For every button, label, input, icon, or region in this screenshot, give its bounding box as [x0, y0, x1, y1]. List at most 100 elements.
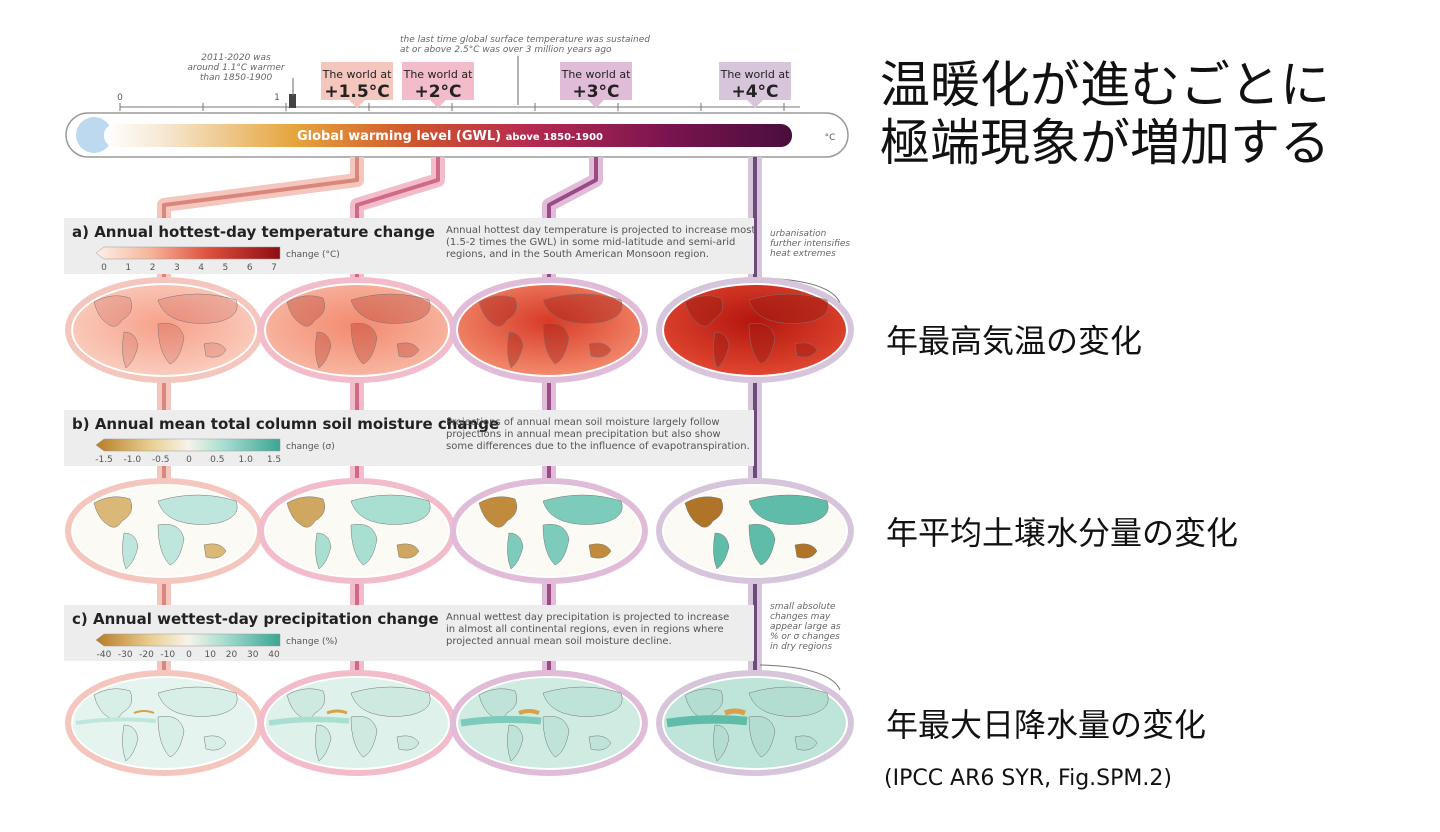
eurasia: [157, 686, 238, 717]
map-r1-c2: [450, 478, 648, 584]
tropical-band: [666, 715, 748, 728]
panel-description: projections in annual mean precipitation…: [446, 429, 721, 440]
side-note: appear large as: [770, 622, 841, 632]
tropical-band: [75, 717, 157, 725]
panel-description: projected annual mean soil moisture decl…: [446, 636, 672, 647]
map-ocean: [266, 285, 448, 375]
note-2011: 2011-2020 was: [201, 53, 271, 63]
side-note: urbanisation: [770, 229, 827, 239]
legend-tick: 0.5: [210, 455, 224, 465]
africa: [748, 524, 776, 566]
north-america: [684, 496, 723, 528]
panel-description: some differences due to the influence of…: [446, 441, 750, 452]
eurasia: [350, 686, 431, 717]
south-america: [713, 331, 730, 369]
level-box-bg: [719, 62, 791, 108]
tropical-band: [460, 715, 542, 727]
ipcc-figure: Global warming level (GWL) above 1850-19…: [64, 35, 854, 776]
eurasia: [748, 293, 829, 324]
south-america: [507, 331, 524, 369]
legend-tick: 30: [247, 650, 259, 660]
map-rows: [65, 277, 854, 776]
north-america: [93, 688, 132, 720]
australia: [794, 735, 818, 751]
legend-tick: 1.0: [239, 455, 254, 465]
level-box-bg: [321, 62, 393, 108]
australia: [588, 735, 612, 751]
legend-bar: [95, 438, 281, 452]
eurasia: [542, 494, 623, 525]
south-america: [315, 724, 332, 762]
legend-tick: 20: [226, 650, 238, 660]
drying-spot: [724, 708, 746, 716]
legend-tick: 0: [186, 455, 192, 465]
eurasia: [157, 494, 238, 525]
australia: [396, 735, 420, 751]
panel-description: Projections of annual mean soil moisture…: [446, 417, 720, 428]
drying-spot: [518, 709, 540, 715]
label-wettest-day: 年最大日降水量の変化: [886, 706, 1207, 744]
australia: [588, 543, 612, 559]
legend-tick: 40: [268, 650, 280, 660]
level-box-1: The world at+2°C: [402, 62, 474, 108]
legend-tick: -40: [97, 650, 112, 660]
south-america: [507, 724, 524, 762]
north-america: [478, 496, 517, 528]
africa: [542, 716, 570, 758]
africa: [157, 716, 185, 758]
level-value: +1.5°C: [324, 82, 389, 102]
note-2011: than 1850-1900: [200, 73, 273, 83]
legend-bar: [95, 633, 281, 647]
slide-title-line2: 極端現象が増加する: [880, 114, 1330, 172]
legend-unit: change (σ): [286, 442, 335, 452]
panel-2: c) Annual wettest-day precipitation chan…: [64, 605, 754, 661]
slide-title: 温暖化が進むごとに 極端現象が増加する: [880, 56, 1420, 172]
tropical-band: [268, 716, 350, 726]
panels: a) Annual hottest-day temperature change…: [64, 218, 850, 691]
legend-bar: [95, 246, 281, 260]
slide-title-line1: 温暖化が進むごとに: [880, 56, 1330, 114]
panel-title: b) Annual mean total column soil moistur…: [72, 415, 499, 433]
panel-background: [64, 605, 754, 661]
australia: [203, 342, 227, 358]
drying-spot: [326, 709, 348, 715]
south-america: [122, 331, 139, 369]
australia: [794, 342, 818, 358]
map-r2-c0: [65, 670, 263, 776]
legend-tick: 0: [101, 263, 107, 273]
australia: [794, 543, 818, 559]
level-label: The world at: [561, 68, 631, 81]
legend-tick: -20: [139, 650, 154, 660]
level-box-bg: [560, 62, 632, 108]
australia: [396, 342, 420, 358]
panel-title: c) Annual wettest-day precipitation chan…: [72, 610, 439, 628]
side-note: heat extremes: [770, 249, 836, 259]
south-america: [713, 532, 730, 570]
north-america: [684, 295, 723, 327]
level-value: +2°C: [414, 82, 461, 102]
australia: [588, 342, 612, 358]
africa: [157, 323, 185, 365]
tick-0: 0: [117, 93, 123, 103]
panel-1: b) Annual mean total column soil moistur…: [64, 410, 754, 466]
eurasia: [350, 293, 431, 324]
level-box-3: The world at+4°C: [719, 62, 791, 108]
north-america: [93, 496, 132, 528]
level-box-0: The world at+1.5°C: [321, 62, 393, 108]
south-america: [713, 724, 730, 762]
panel-description: (1.5-2 times the GWL) in some mid-latitu…: [446, 237, 735, 248]
legend-tick: 3: [174, 263, 180, 273]
africa: [350, 716, 378, 758]
level-label: The world at: [403, 68, 473, 81]
citation: (IPCC AR6 SYR, Fig.SPM.2): [884, 766, 1172, 791]
legend-tick: -1.0: [124, 455, 142, 465]
level-label: The world at: [322, 68, 392, 81]
level-value: +3°C: [572, 82, 619, 102]
note-2011: around 1.1°C warmer: [187, 63, 286, 73]
thermometer-bulb: [76, 117, 112, 153]
legend-tick: 2: [150, 263, 156, 273]
south-america: [507, 532, 524, 570]
legend-tick: 7: [271, 263, 277, 273]
africa: [542, 323, 570, 365]
panel-description: regions, and in the South American Monso…: [446, 249, 709, 260]
